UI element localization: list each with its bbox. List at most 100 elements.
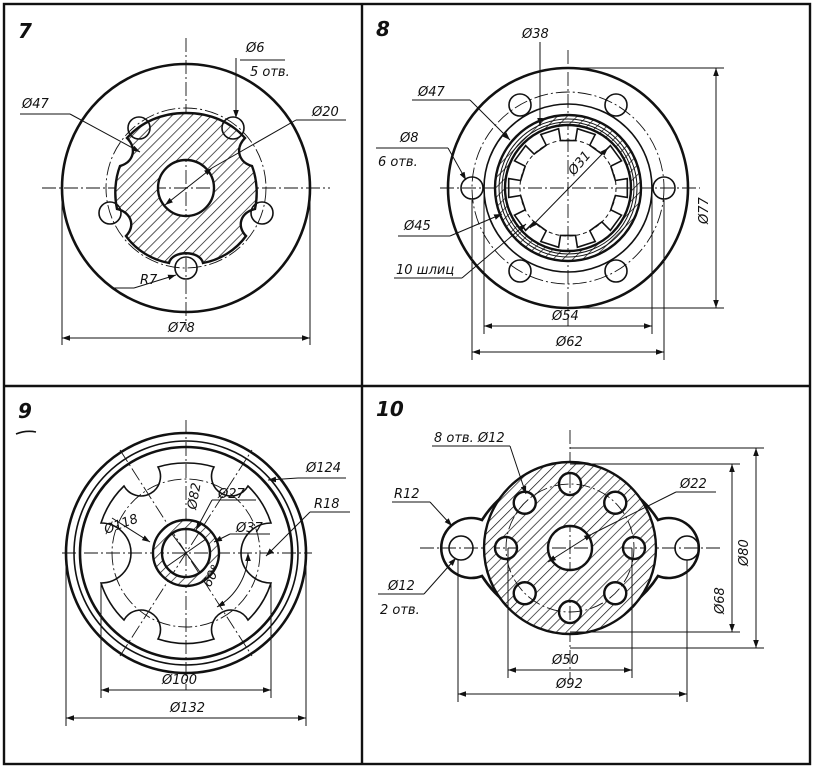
bolt-hole — [494, 536, 518, 560]
panel-number: 8 — [376, 17, 390, 41]
bolt-hole — [558, 472, 582, 496]
label-d68: Ø68 — [713, 587, 728, 615]
leader-d12 — [423, 557, 457, 595]
label-splines: 10 шлиц — [396, 263, 454, 278]
label-d20: Ø20 — [311, 105, 339, 120]
label-holes-5: 5 отв. — [250, 65, 290, 80]
bolt-circle — [105, 107, 267, 269]
leader-r12 — [429, 501, 453, 527]
label-d47: Ø47 — [21, 97, 50, 112]
panel-number: 9 — [18, 399, 32, 423]
label-d80: Ø80 — [737, 539, 752, 567]
bolt-hole — [603, 581, 628, 606]
circle-d118 — [78, 445, 294, 661]
leader-holes8 — [509, 445, 527, 495]
panel-8: 8 Ø31 Ø38 Ø47 — [376, 17, 724, 360]
leader-splines — [461, 223, 527, 279]
hole-bottom — [174, 256, 198, 280]
leader-d124 — [267, 476, 299, 483]
leader-r18 — [265, 511, 311, 557]
dim-line-d31 — [529, 147, 609, 229]
bolt-holes — [494, 472, 646, 624]
label-d22: Ø22 — [679, 477, 707, 492]
leader-d45 — [449, 213, 503, 237]
bolt-circle — [505, 483, 635, 613]
label-d132: Ø132 — [169, 701, 205, 716]
panel-7: 7 Ø78 Ø20 Ø47 — [18, 19, 346, 345]
bolt-hole — [603, 490, 628, 515]
hole — [604, 259, 628, 283]
label-d31: Ø31 — [565, 148, 594, 179]
leader-r7 — [133, 274, 177, 289]
bolt-circle — [471, 91, 665, 285]
leader-d20 — [211, 119, 297, 169]
hole-left — [98, 201, 122, 225]
label-d62: Ø62 — [555, 335, 583, 350]
label-d124: Ø124 — [305, 461, 341, 476]
lug-hole-left — [448, 535, 474, 561]
label-d8: Ø8 — [399, 131, 419, 146]
leader-d118 — [111, 517, 151, 543]
hatched-section — [114, 111, 258, 265]
panel-number: 10 — [376, 397, 404, 421]
leader-d47 — [469, 99, 511, 141]
hole — [652, 176, 676, 200]
dim-line-d22 — [547, 533, 593, 563]
dim-line-d20 — [164, 167, 213, 206]
label-d77: Ø77 — [697, 196, 712, 225]
label-holes8: 8 отв. Ø12 — [434, 431, 505, 446]
scalloped-contour — [99, 462, 273, 645]
label-angle: 60° — [200, 562, 224, 589]
hole — [508, 93, 532, 117]
leader-d27 — [195, 499, 213, 531]
bolt-holes — [98, 116, 274, 280]
label-d78: Ø78 — [167, 321, 195, 336]
circle-d82 — [111, 478, 261, 628]
label-d50: Ø50 — [551, 653, 579, 668]
circle-d124 — [73, 440, 299, 666]
hole — [460, 176, 484, 200]
label-d100: Ø100 — [161, 673, 197, 688]
hole — [604, 93, 628, 117]
hole — [508, 259, 532, 283]
hole-upper-right — [221, 116, 245, 140]
label-r7: R7 — [140, 273, 158, 288]
label-d12: Ø12 — [387, 579, 415, 594]
scribble-mark — [15, 430, 37, 435]
leader-d37 — [213, 533, 231, 543]
label-d6: Ø6 — [245, 41, 265, 56]
label-holes-6: 6 отв. — [378, 155, 418, 170]
radial-lines — [165, 533, 207, 573]
circle-d44 — [501, 121, 635, 255]
label-d37: Ø37 — [235, 521, 264, 536]
hatched-ring — [493, 113, 643, 263]
circle-d45 — [498, 118, 638, 258]
label-d27: Ø27 — [217, 487, 246, 502]
bolt-hole — [622, 536, 646, 560]
panel-9: 9 Ø124 Ø27 Ø82 — [15, 399, 350, 726]
label-d82: Ø82 — [185, 482, 205, 512]
angle-arc-60 — [216, 552, 251, 608]
hole-upper-left — [127, 116, 151, 140]
label-d45: Ø45 — [403, 219, 431, 234]
leader-d8 — [447, 147, 467, 181]
circle-d31 — [519, 139, 617, 237]
bolt-hole — [558, 600, 582, 624]
panel-number: 7 — [18, 19, 32, 43]
label-d92: Ø92 — [555, 677, 583, 692]
bore-d27 — [161, 528, 211, 578]
leader-d47 — [69, 113, 141, 153]
bolt-holes — [460, 93, 676, 283]
label-r18: R18 — [314, 497, 340, 512]
bolt-hole — [512, 581, 537, 606]
label-d54: Ø54 — [551, 309, 579, 324]
label-d118: Ø118 — [101, 512, 140, 538]
label-d47: Ø47 — [417, 85, 446, 100]
panel-10: 10 Ø22 8 отв. Ø12 R12 Ø12 2 отв. — [376, 397, 764, 702]
bolt-hole — [512, 490, 537, 515]
hole-right — [250, 201, 274, 225]
label-d38: Ø38 — [521, 27, 549, 42]
